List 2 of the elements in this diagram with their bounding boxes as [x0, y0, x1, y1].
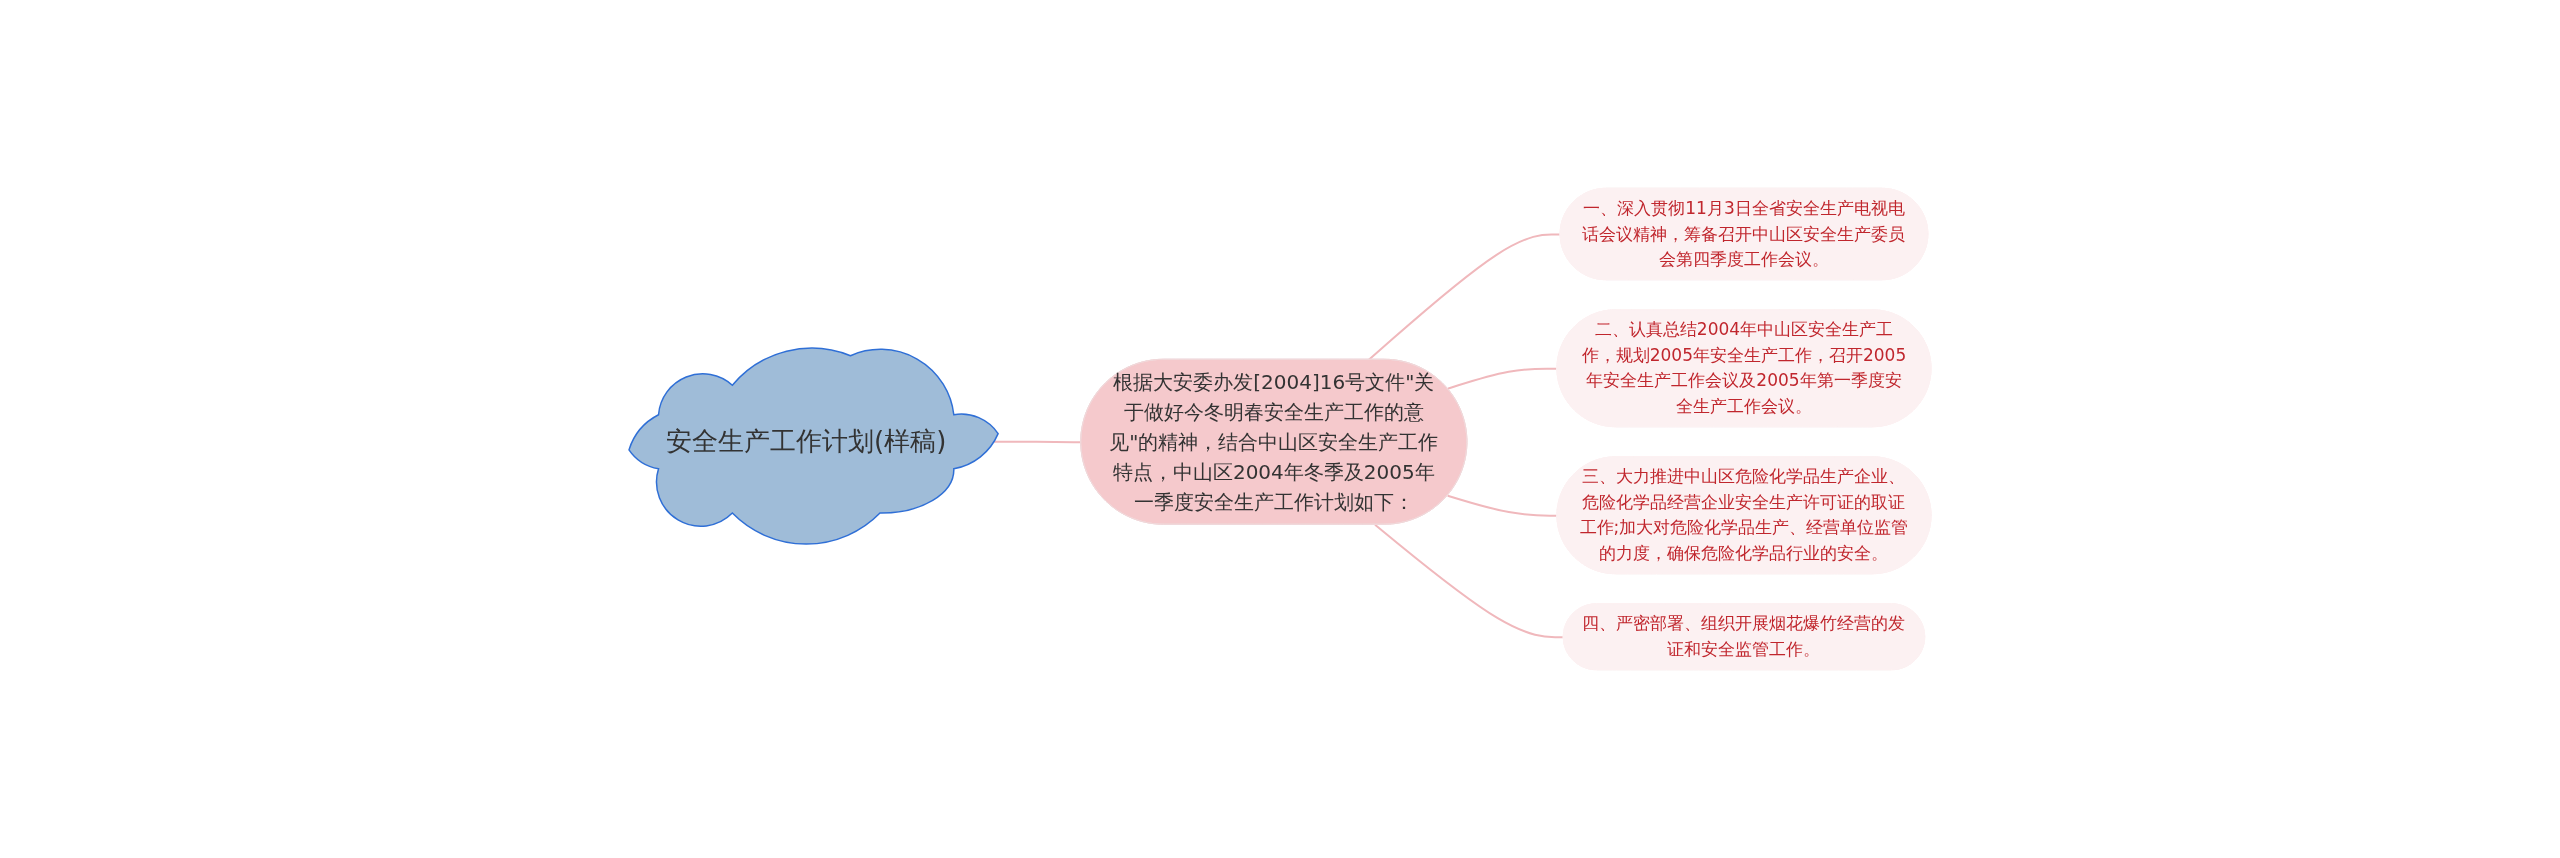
connector: [1374, 523, 1565, 639]
connector: [1367, 233, 1562, 361]
